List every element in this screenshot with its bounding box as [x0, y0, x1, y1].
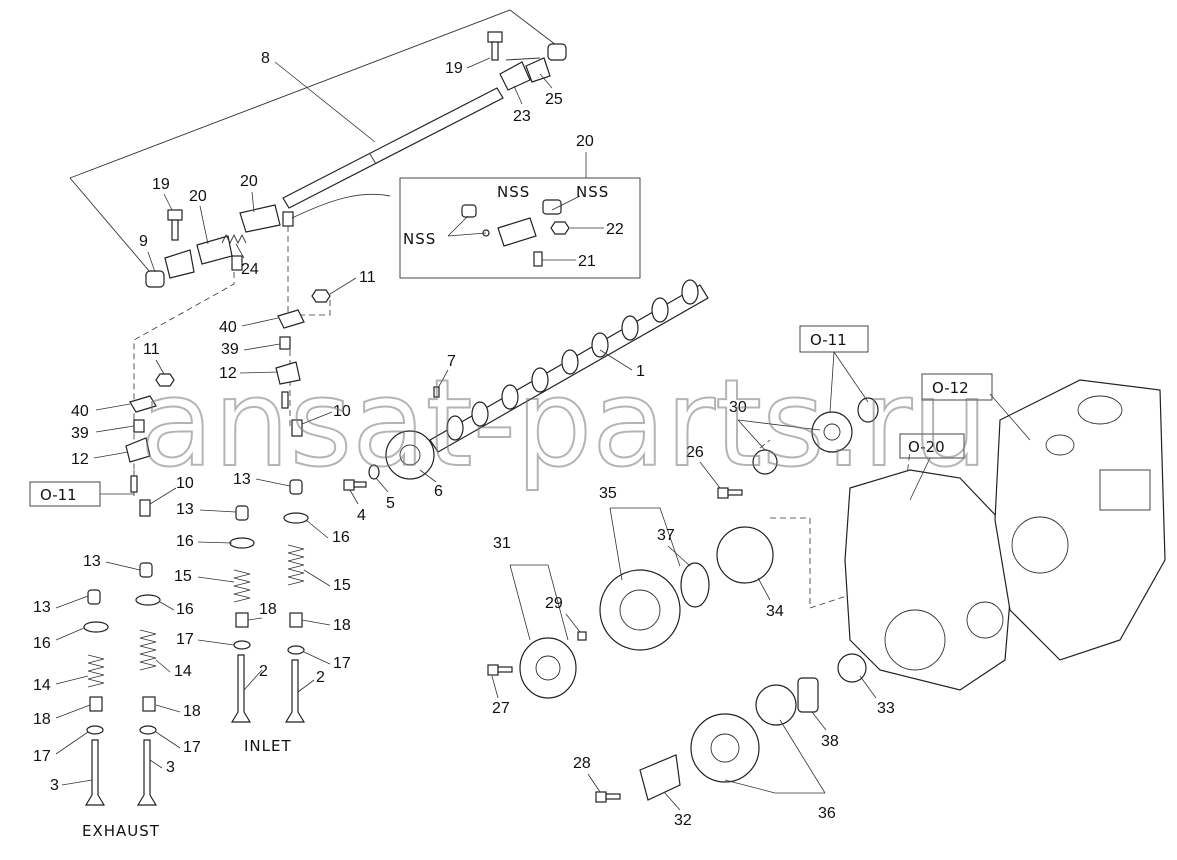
- callout-17-d: 17: [33, 748, 51, 765]
- reference-boxes: O-11 O-11 O-12 O-20: [29, 325, 1031, 507]
- callout-35: 35: [599, 485, 617, 502]
- callout-26: 26: [686, 444, 704, 461]
- ref-o11-left: O-11: [40, 486, 77, 504]
- callout-18-b: 18: [333, 617, 351, 634]
- rocker-shaft-assembly: [69, 9, 567, 288]
- nss-label-mid: NSS: [497, 183, 530, 201]
- callout-25: 25: [545, 91, 563, 108]
- callout-8: 8: [261, 50, 270, 67]
- callout-10-left: 10: [176, 475, 194, 492]
- callout-2-a: 2: [259, 663, 268, 680]
- ref-o12: O-12: [932, 379, 969, 397]
- callout-16-b: 16: [176, 533, 194, 550]
- callout-13-b: 13: [176, 501, 194, 518]
- nss-labels: NSS NSS NSS: [403, 183, 609, 248]
- inlet-valve-train: [229, 226, 331, 723]
- callout-11-right: 11: [359, 269, 376, 286]
- callout-15-a: 15: [174, 568, 192, 585]
- callout-29: 29: [545, 595, 563, 612]
- callout-38: 38: [821, 733, 839, 750]
- nss-label-right: NSS: [576, 183, 609, 201]
- callout-33: 33: [877, 700, 895, 717]
- callout-19-left: 19: [152, 176, 170, 193]
- callout-34: 34: [766, 603, 784, 620]
- callout-4: 4: [357, 507, 366, 524]
- callout-3-b: 3: [50, 777, 59, 794]
- callout-40-left: 40: [71, 403, 89, 420]
- callout-18-c: 18: [183, 703, 201, 720]
- nss-label-left: NSS: [403, 230, 436, 248]
- callout-15-b: 15: [333, 577, 351, 594]
- callout-inlet: INLET: [244, 737, 292, 755]
- callout-27: 27: [492, 700, 510, 717]
- engine-housing: [844, 379, 1166, 691]
- callout-24: 24: [241, 261, 259, 278]
- callout-13-c: 13: [83, 553, 101, 570]
- callout-21: 21: [578, 253, 596, 270]
- callout-36: 36: [818, 805, 836, 822]
- camshaft: [343, 279, 709, 491]
- callout-6: 6: [434, 483, 443, 500]
- callout-1: 1: [636, 363, 645, 380]
- callout-14-b: 14: [33, 677, 51, 694]
- callout-19-top: 19: [445, 60, 463, 77]
- callout-40-right: 40: [219, 319, 237, 336]
- callout-32: 32: [674, 812, 692, 829]
- callout-18-d: 18: [33, 711, 51, 728]
- callout-numbers: 8 19 23 25 20 19 20 20 9 24 22 21 11 40 …: [33, 50, 895, 840]
- callout-30: 30: [729, 399, 747, 416]
- callout-5: 5: [386, 495, 395, 512]
- callout-16-d: 16: [33, 635, 51, 652]
- callout-39-left: 39: [71, 425, 89, 442]
- callout-12-right: 12: [219, 365, 237, 382]
- callout-31: 31: [493, 535, 511, 552]
- callout-17-b: 17: [333, 655, 351, 672]
- callout-2-b: 2: [316, 669, 325, 686]
- nss-inset: [399, 177, 641, 279]
- callout-11-left: 11: [143, 341, 160, 358]
- callout-14-a: 14: [174, 663, 192, 680]
- callout-17-a: 17: [176, 631, 194, 648]
- watermark: ansat-parts.ru: [140, 355, 988, 494]
- callout-39-right: 39: [221, 341, 239, 358]
- callout-20-left: 20: [189, 188, 207, 205]
- callout-3-a: 3: [166, 759, 175, 776]
- callout-20-right: 20: [240, 173, 258, 190]
- callout-16-c: 16: [176, 601, 194, 618]
- callout-9: 9: [139, 233, 148, 250]
- callout-13-d: 13: [33, 599, 51, 616]
- ref-o20: O-20: [908, 438, 945, 456]
- callout-exhaust: EXHAUST: [82, 822, 160, 840]
- callout-7: 7: [447, 353, 456, 370]
- callout-23: 23: [513, 108, 531, 125]
- callout-20-inset: 20: [576, 133, 594, 150]
- callout-12-left: 12: [71, 451, 89, 468]
- callout-37: 37: [657, 527, 675, 544]
- gear-train: [487, 397, 911, 803]
- callout-13-a: 13: [233, 471, 251, 488]
- callout-22: 22: [606, 221, 624, 238]
- callout-10-right: 10: [333, 403, 351, 420]
- callout-18-a: 18: [259, 601, 277, 618]
- callout-16-a: 16: [332, 529, 350, 546]
- callout-28: 28: [573, 755, 591, 772]
- ref-o11-right: O-11: [810, 331, 847, 349]
- callout-17-c: 17: [183, 739, 201, 756]
